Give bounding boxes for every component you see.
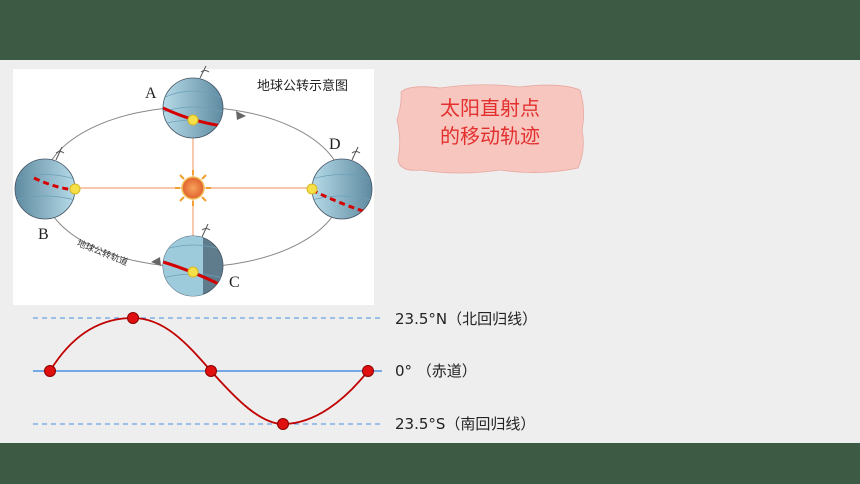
globe-d <box>306 146 373 220</box>
path-point <box>362 365 374 377</box>
globe-a <box>162 65 224 139</box>
path-point <box>277 418 289 430</box>
note-text: 太阳直射点 的移动轨迹 <box>397 94 583 150</box>
globe-b <box>14 146 81 220</box>
tropic-of-capricorn-label: 23.5°S（南回归线） <box>395 415 536 433</box>
note-line-2: 的移动轨迹 <box>440 124 540 148</box>
orbit-arrow <box>236 111 246 120</box>
label-c: C <box>229 274 240 291</box>
sun-icon <box>175 170 211 206</box>
label-a: A <box>145 85 157 102</box>
path-point <box>127 312 139 324</box>
note-background <box>396 84 584 174</box>
tropic-of-cancer-label: 23.5°N（北回归线） <box>395 310 538 328</box>
label-b: B <box>38 226 49 243</box>
equator-label: 0° （赤道） <box>395 362 477 380</box>
path-point <box>44 365 56 377</box>
note-line-1: 太阳直射点 <box>440 96 540 120</box>
orbit-arrow <box>151 257 161 266</box>
top-bar <box>0 0 860 60</box>
label-d: D <box>329 136 341 153</box>
path-point <box>205 365 217 377</box>
globe-c <box>162 223 224 297</box>
diagram-title: 地球公转示意图 <box>257 79 349 94</box>
bottom-bar <box>0 443 860 484</box>
